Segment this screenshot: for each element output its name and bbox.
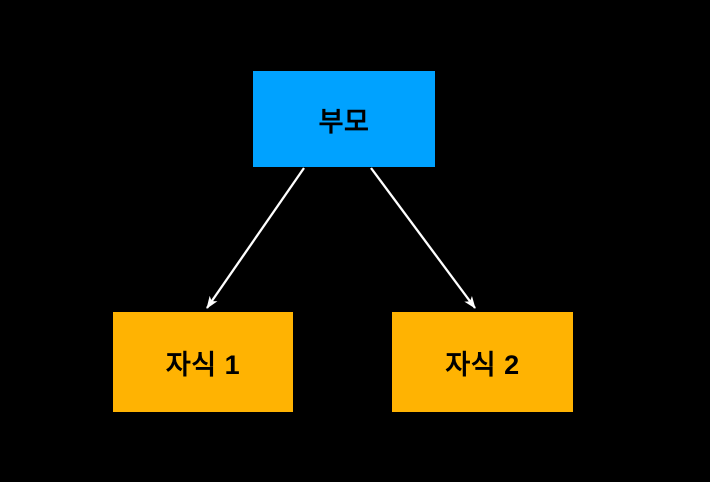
node-parent: 부모: [253, 71, 435, 167]
node-child-2-label: 자식 2: [445, 349, 520, 380]
node-child-1-label: 자식 1: [165, 349, 241, 380]
node-child-2: 자식 2: [392, 312, 573, 412]
node-parent-label: 부모: [318, 106, 370, 137]
edge-parent-to-child2: [370, 167, 476, 309]
edge-parent-to-child1: [206, 167, 305, 309]
node-child-1: 자식 1: [113, 312, 293, 412]
